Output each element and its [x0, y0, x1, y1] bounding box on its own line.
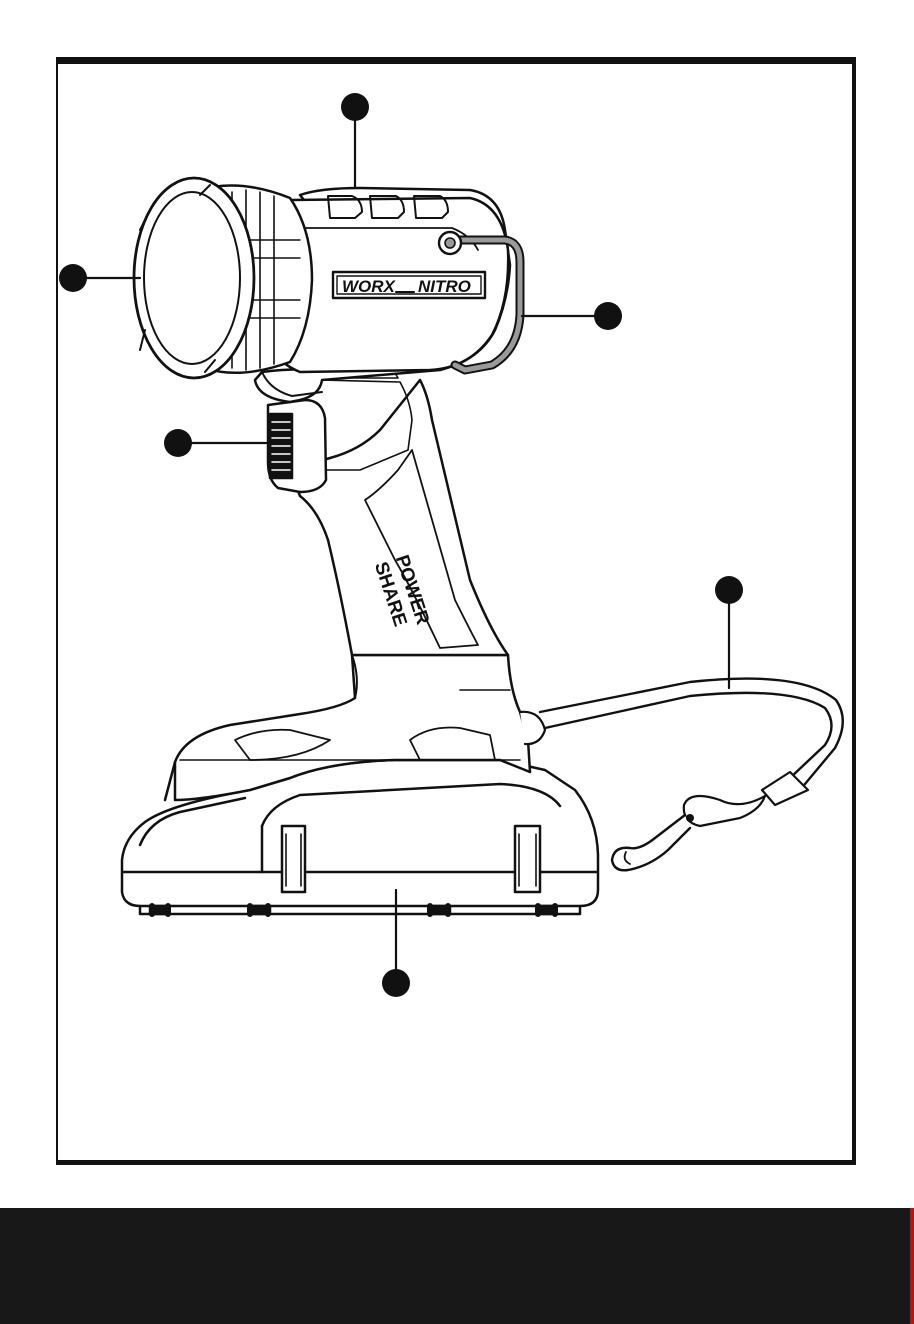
trigger [268, 400, 326, 492]
callout-marker-trigger [164, 429, 192, 457]
callout-marker-lanyard [715, 576, 743, 604]
callout-marker-lens [59, 264, 87, 292]
lens-assembly [134, 178, 312, 378]
callout-marker-battery [382, 969, 410, 997]
brand-plate: WORX NITRO [333, 272, 485, 298]
footer-band [0, 1208, 914, 1324]
callout-marker-hook [594, 302, 622, 330]
callout-marker-top [341, 93, 369, 121]
footer-accent [910, 1208, 914, 1324]
brand-worx: WORX [342, 277, 397, 296]
brand-nitro: NITRO [418, 277, 471, 296]
